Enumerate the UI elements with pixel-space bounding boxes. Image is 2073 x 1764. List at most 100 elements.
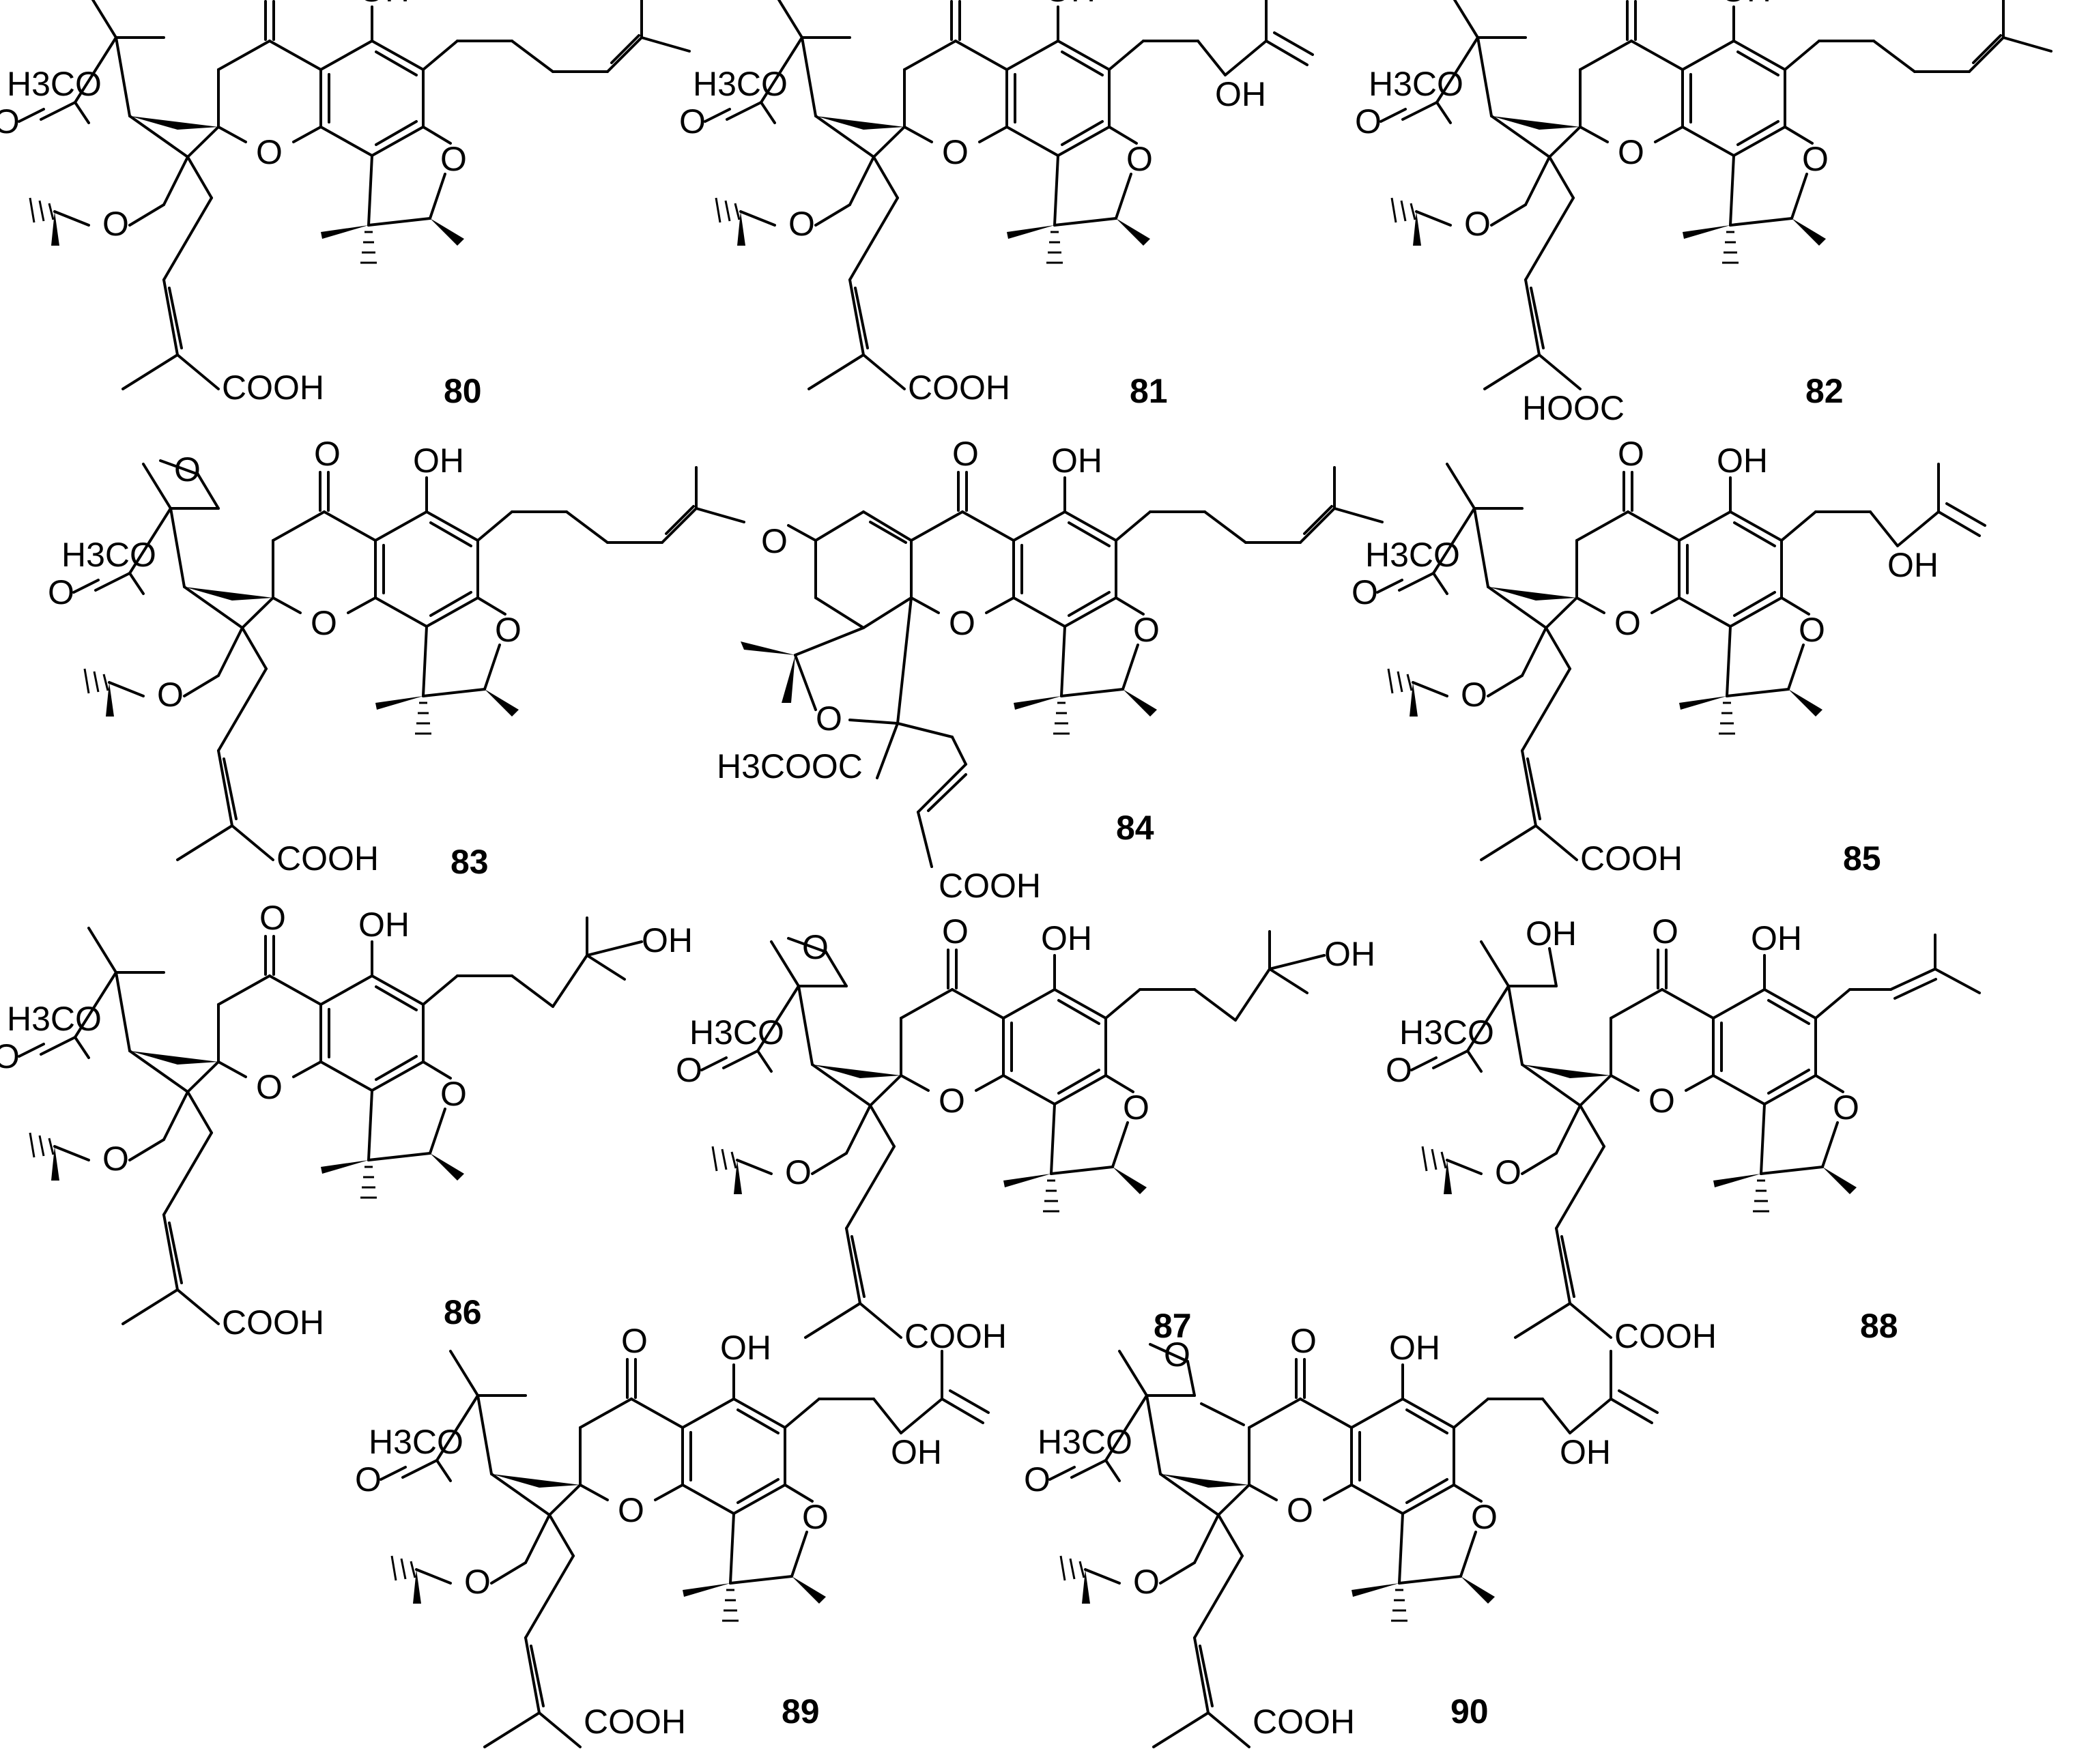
methoxy-label: H3CO: [7, 65, 102, 103]
xanthone-carbonyl-o: O: [621, 1322, 648, 1360]
hydroxyl-label: OH: [358, 0, 410, 9]
furan-oxygen: O: [1123, 1088, 1149, 1127]
hydroxyl-label: OH: [1041, 919, 1092, 957]
side-chain-hydroxyl: OH: [891, 1433, 942, 1471]
xanthone-carbonyl-o: O: [1652, 912, 1678, 951]
acid-label: COOH: [1614, 1317, 1717, 1355]
hydroxyl-label: OH: [413, 442, 464, 480]
xanthone-carbonyl-o: O: [952, 435, 979, 473]
acid-label: COOH: [904, 1317, 1007, 1355]
compound-80: O OH O O H3CO O O COOH 80: [0, 0, 691, 410]
furan-oxygen: O: [1126, 140, 1153, 178]
compound-number: 81: [1130, 372, 1168, 410]
ether-oxygen: O: [102, 205, 129, 243]
hydroxyl-label: OH: [1720, 0, 1771, 9]
ketone-o: O: [1355, 102, 1382, 141]
side-chain-hydroxyl: OH: [1215, 75, 1266, 113]
ring-oxygen: O: [1648, 1082, 1675, 1120]
ketone-o: O: [1386, 1051, 1412, 1089]
compound-88: O OH O O OH H3CO O O COOH 88: [1386, 912, 1981, 1355]
compound-number: 89: [782, 1692, 820, 1731]
xanthone-carbonyl-o: O: [259, 899, 286, 937]
ring-oxygen: O: [618, 1491, 644, 1529]
compound-number: 86: [444, 1293, 482, 1331]
compound-85: O OH O O OH H3CO O O COOH 85: [1352, 435, 1986, 878]
methoxy-label: H3CO: [1369, 65, 1463, 103]
ketone-o: O: [679, 102, 706, 141]
ketone-o: O: [0, 102, 20, 141]
xanthone-carbonyl-o: O: [945, 0, 972, 2]
furan-oxygen: O: [1802, 140, 1829, 178]
compound-number: 88: [1860, 1307, 1898, 1345]
acid-label: HOOC: [1522, 389, 1625, 427]
compound-number: 80: [444, 372, 482, 410]
hydroxyl-label: OH: [358, 906, 410, 944]
compound-number: 85: [1843, 839, 1881, 878]
hydroxyl-label: OH: [1717, 442, 1768, 480]
ketone-o: O: [1352, 573, 1378, 611]
ether-oxygen: O: [1133, 1563, 1160, 1601]
extra-oxygen: O: [174, 450, 201, 489]
ketone-o: O: [48, 573, 74, 611]
compound-82: O OH O O H3CO O O HOOC 82: [1355, 0, 2053, 427]
methoxy-label: H3CO: [369, 1423, 463, 1461]
ether-oxygen: O: [464, 1563, 491, 1601]
compound-84: O O OH O O O H3COOC COOH 84: [717, 435, 1384, 905]
ketone-o: O: [355, 1460, 382, 1499]
methoxy-label: H3CO: [7, 1000, 102, 1038]
methoxy-label: H3CO: [693, 65, 788, 103]
xanthone-carbonyl-o: O: [314, 435, 341, 473]
compound-number: 87: [1154, 1307, 1192, 1345]
methoxy-label: H3CO: [1399, 1013, 1494, 1052]
ketone-o: O: [1024, 1460, 1050, 1499]
acid-label: COOH: [939, 867, 1041, 905]
xanthone-carbonyl-o: O: [1618, 435, 1644, 473]
ring-oxygen: O: [942, 133, 969, 171]
acid-label: COOH: [222, 1303, 324, 1342]
ether-oxygen: O: [788, 205, 815, 243]
acid-label: COOH: [222, 368, 324, 407]
acid-label: COOH: [1580, 839, 1683, 878]
hydroxyl-label: OH: [1389, 1329, 1440, 1367]
xanthone-carbonyl-o: O: [942, 912, 969, 951]
ring-oxygen: O: [949, 604, 975, 642]
ring-oxygen: O: [311, 604, 337, 642]
acid-label: COOH: [1253, 1703, 1355, 1741]
compound-90: O OH O O OH O H3CO O O COOH 90: [1024, 1322, 1659, 1748]
extra-hydroxyl: OH: [1526, 914, 1577, 953]
ether-oxygen: O: [1464, 205, 1491, 243]
compound-89: O OH O O OH H3CO O O COOH 89: [355, 1322, 990, 1748]
hydroxyl-label: OH: [1051, 442, 1102, 480]
furan-oxygen: O: [802, 1498, 829, 1536]
side-chain-hydroxyl: OH: [1560, 1433, 1611, 1471]
methoxy-label: H3CO: [1365, 536, 1460, 574]
ring-oxygen: O: [256, 133, 283, 171]
compound-number: 84: [1116, 809, 1154, 847]
compound-86: O OH O O OH H3CO O O COOH 86: [0, 899, 693, 1342]
furan-oxygen: O: [1833, 1088, 1859, 1127]
ether-oxygen: O: [1495, 1153, 1521, 1191]
hydroxyl-label: OH: [1751, 919, 1802, 957]
furan-oxygen: O: [440, 1075, 467, 1113]
acid-label: COOH: [908, 368, 1010, 407]
side-chain-hydroxyl: OH: [1887, 546, 1939, 584]
ether-oxygen: O: [1461, 676, 1487, 714]
extra-oxygen: O: [802, 928, 829, 966]
compound-number: 82: [1805, 372, 1844, 410]
ester-label: H3COOC: [717, 747, 863, 785]
furan-oxygen: O: [495, 611, 521, 649]
compound-number: 83: [451, 843, 489, 881]
compound-number: 90: [1450, 1692, 1489, 1731]
compound-87: O OH O O OH O H3CO O O COOH 87: [676, 912, 1375, 1355]
side-chain-hydroxyl: OH: [642, 921, 693, 959]
furan-oxygen: O: [440, 140, 467, 178]
methoxy-label: H3CO: [61, 536, 156, 574]
methoxy-label: H3CO: [689, 1013, 784, 1052]
ether-oxygen: O: [816, 699, 842, 738]
ether-oxygen: O: [157, 676, 184, 714]
ring-oxygen: O: [1614, 604, 1641, 642]
xanthone-carbonyl-o: O: [259, 0, 286, 2]
ether-oxygen: O: [785, 1153, 812, 1191]
compound-81: O OH O O OH H3CO O O COOH 81: [679, 0, 1314, 410]
